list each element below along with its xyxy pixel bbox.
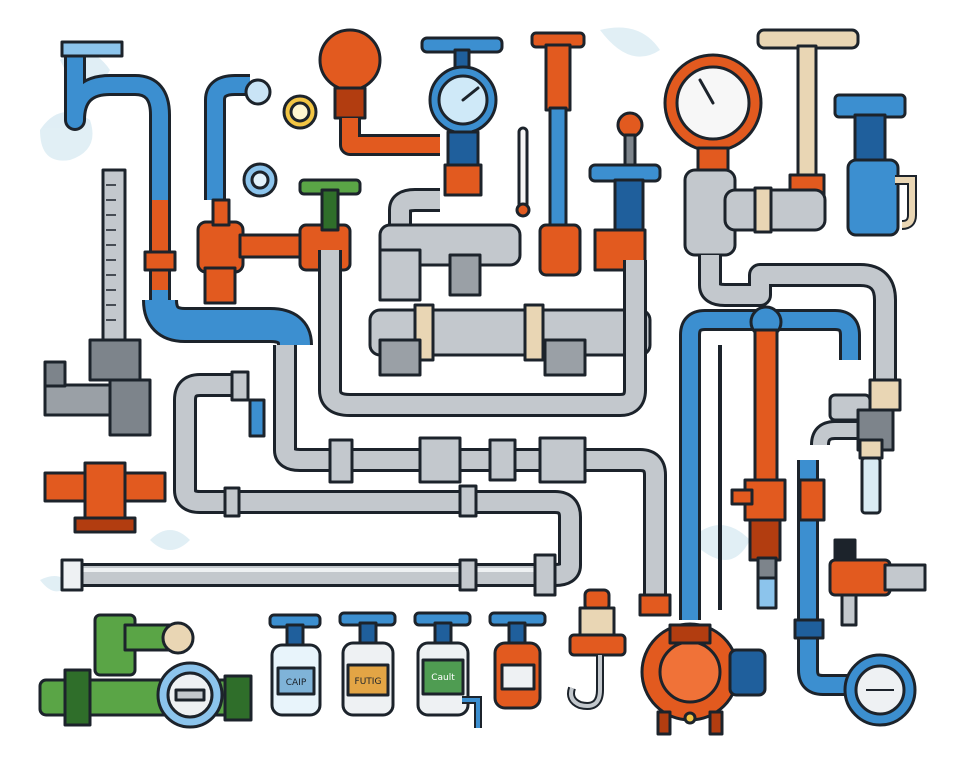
bottle-1-label xyxy=(276,666,316,696)
orange-pressure-valve xyxy=(318,28,440,156)
blue-meter-gauge xyxy=(843,653,917,727)
blue-faucet-handle xyxy=(588,111,662,272)
bottle-2-label-text: FUTIG xyxy=(355,677,382,687)
gray-elbow-right xyxy=(683,168,902,412)
small-brass-gauge xyxy=(282,94,318,130)
orange-drop-pipe xyxy=(730,328,826,610)
green-water-meter xyxy=(38,613,253,729)
thermometer xyxy=(515,126,531,218)
bottle-1-label-text: CAIP xyxy=(286,678,307,688)
large-pressure-gauge xyxy=(663,53,763,174)
level-ruler xyxy=(101,168,127,342)
bottle-2-label xyxy=(346,663,390,697)
bottle-1: CAIP xyxy=(268,613,322,717)
green-handle-valve xyxy=(298,178,362,232)
gray-elbow-valve xyxy=(43,338,152,437)
blue-faucet-fitting xyxy=(833,93,917,237)
blue-riser-pipe xyxy=(204,74,272,200)
bottle-3-label xyxy=(421,658,465,696)
chrome-faucet xyxy=(810,393,895,515)
center-blue-gauge xyxy=(420,36,504,197)
orange-hook-spout xyxy=(567,588,627,710)
t-handle-valve xyxy=(756,28,860,199)
bottle-4 xyxy=(488,611,547,710)
gray-pipe-network xyxy=(60,250,672,617)
small-blue-gauge xyxy=(242,162,278,198)
orange-side-fitting xyxy=(828,538,927,627)
blue-bend-pipe xyxy=(142,298,313,347)
orange-tee-fitting xyxy=(43,461,167,534)
bottle-2: FUTIG xyxy=(338,611,397,717)
gray-manifold xyxy=(368,188,652,377)
orange-pump xyxy=(640,622,767,736)
left-blue-hose xyxy=(60,40,171,300)
orange-valve-cluster xyxy=(143,198,352,305)
bottle-3: Cault xyxy=(413,611,482,728)
tall-valve-column xyxy=(530,31,586,277)
bottle-3-label-text: Cault xyxy=(431,673,455,683)
right-blue-loop xyxy=(679,305,861,696)
